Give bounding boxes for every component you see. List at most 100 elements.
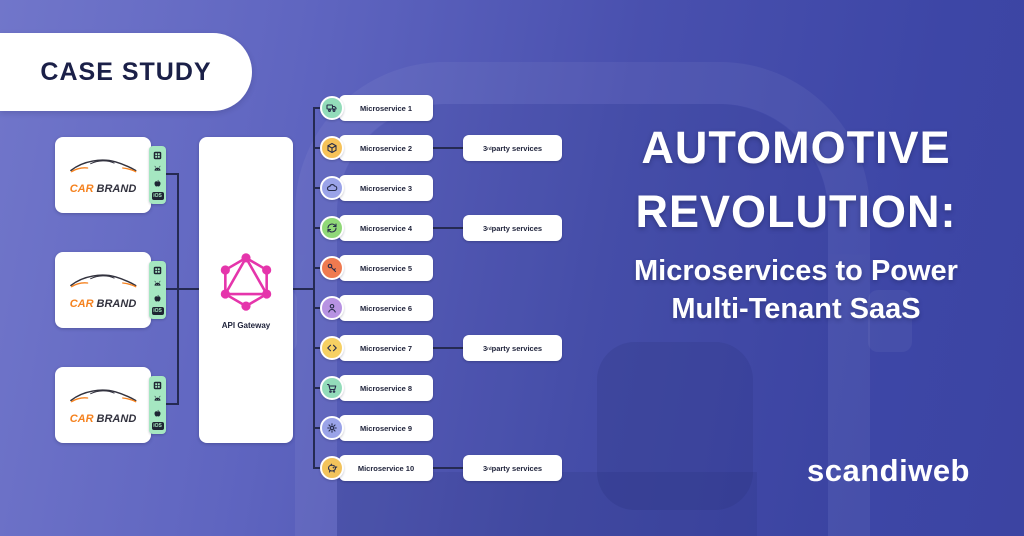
package-icon (320, 136, 344, 160)
microservice-card: Microservice 7 (339, 335, 433, 361)
microservice-label: Microservice 3 (359, 183, 413, 193)
third-party-label-rest: party services (491, 223, 543, 233)
microservice-label: Microservice 2 (359, 143, 413, 153)
app-grid-icon (153, 150, 163, 160)
third-party-ordinal: rd (487, 225, 492, 231)
third-party-ordinal: rd (487, 345, 492, 351)
connector-microservice-trunk (313, 107, 315, 469)
cart-icon (320, 376, 344, 400)
app-grid-icon (153, 380, 163, 390)
page-title-line1: AUTOMOTIVE (641, 122, 951, 173)
gear-icon (320, 416, 344, 440)
page-title-line2: REVOLUTION: (635, 186, 957, 237)
microservice-label: Microservice 10 (357, 463, 415, 473)
scandiweb-logo: scandiweb (807, 453, 970, 488)
microservice-row: Microservice 10 (320, 455, 433, 481)
car-brand-text-primary: CAR (69, 183, 94, 195)
microservice-card: Microservice 6 (339, 295, 433, 321)
car-silhouette-mirror-right (868, 290, 912, 352)
microservice-card: Microservice 3 (339, 175, 433, 201)
truck-icon (320, 96, 344, 120)
third-party-ordinal: rd (487, 465, 492, 471)
microservice-label: Microservice 4 (359, 223, 413, 233)
microservice-card: Microservice 9 (339, 415, 433, 441)
microservice-label: Microservice 9 (359, 423, 413, 433)
connector-client1-bus (161, 173, 178, 175)
microservice-row: Microservice 5 (320, 255, 433, 281)
connector-stub-4 (313, 227, 325, 229)
car-brand-text-secondary: BRAND (96, 183, 137, 195)
microservice-row: Microservice 1 (320, 95, 433, 121)
connector-ms10-thirdparty (433, 467, 463, 469)
microservice-card: Microservice 10 (339, 455, 433, 481)
api-gateway-label: API Gateway (221, 320, 271, 330)
microservice-label: Microservice 1 (359, 103, 413, 113)
cloud-icon (320, 176, 344, 200)
connector-stub-9 (313, 427, 325, 429)
key-icon (320, 256, 344, 280)
android-icon (153, 394, 163, 404)
car-brand-logo (70, 274, 137, 288)
car-silhouette-bumper (337, 472, 757, 536)
connector-ms7-thirdparty (433, 347, 463, 349)
third-party-label-rest: party services (491, 463, 543, 473)
microservice-row: Microservice 6 (320, 295, 433, 321)
microservice-card: Microservice 1 (339, 95, 433, 121)
connector-client-bus (177, 173, 179, 405)
microservice-label: Microservice 5 (359, 263, 413, 273)
car-silhouette-wheel (597, 342, 753, 510)
graphql-logo (220, 252, 272, 311)
microservice-card: Microservice 5 (339, 255, 433, 281)
api-gateway-card: API Gateway (199, 137, 293, 443)
connector-stub-10 (313, 467, 325, 469)
connector-stub-2 (313, 147, 325, 149)
case-study-badge: CASE STUDY (0, 33, 252, 111)
connector-stub-7 (313, 347, 325, 349)
car-brand-logo (70, 159, 137, 173)
third-party-label-rest: party services (491, 143, 543, 153)
case-study-badge-label: CASE STUDY (40, 57, 212, 86)
microservice-label: Microservice 6 (359, 303, 413, 313)
platform-tab: iOS (149, 146, 166, 204)
microservice-row: Microservice 7 (320, 335, 433, 361)
microservice-row: Microservice 2 (320, 135, 433, 161)
connector-stub-3 (313, 187, 325, 189)
connector-client3-bus (161, 403, 178, 405)
piggy-bank-icon (320, 456, 344, 480)
connector-client2-gateway (161, 288, 199, 290)
third-party-ordinal: rd (487, 145, 492, 151)
car-brand-text-primary: CAR (69, 298, 94, 310)
connector-ms4-thirdparty (433, 227, 463, 229)
microservice-row: Microservice 8 (320, 375, 433, 401)
microservice-label: Microservice 8 (359, 383, 413, 393)
ios-badge: iOS (151, 422, 164, 430)
microservice-row: Microservice 4 (320, 215, 433, 241)
apple-icon (153, 293, 163, 303)
title-block: AUTOMOTIVE REVOLUTION: Microservices to … (578, 116, 1014, 328)
microservice-card: Microservice 2 (339, 135, 433, 161)
car-brand-text-secondary: BRAND (96, 298, 137, 310)
connector-stub-8 (313, 387, 325, 389)
third-party-label-rest: party services (491, 343, 543, 353)
microservice-card: Microservice 8 (339, 375, 433, 401)
microservice-card: Microservice 4 (339, 215, 433, 241)
connector-gateway-trunk (292, 288, 314, 290)
car-brand-logo (70, 389, 137, 403)
apple-icon (153, 178, 163, 188)
android-icon (153, 279, 163, 289)
sync-icon (320, 216, 344, 240)
platform-tab: iOS (149, 261, 166, 319)
third-party-label: 3 (482, 463, 488, 473)
apple-icon (153, 408, 163, 418)
third-party-label: 3 (482, 343, 488, 353)
